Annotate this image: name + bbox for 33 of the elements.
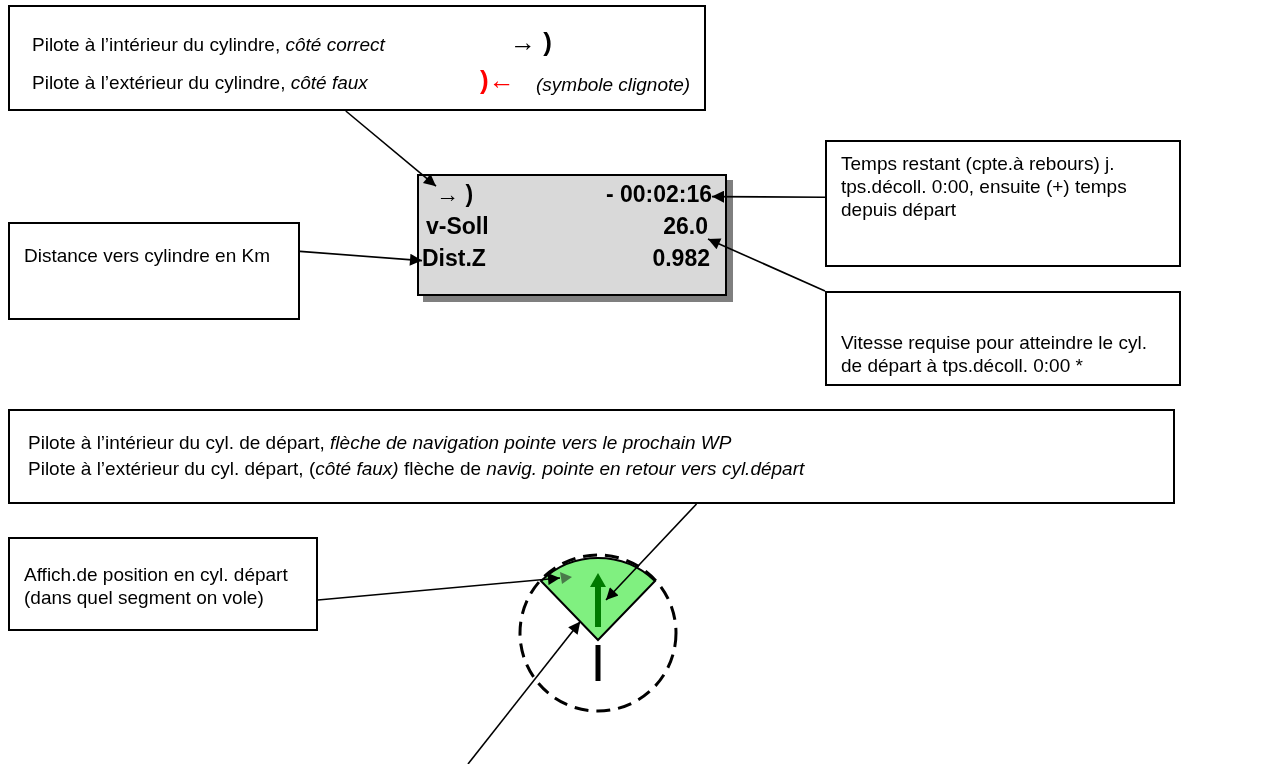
status-symbol: )← (480, 65, 515, 95)
callout-box (8, 537, 318, 631)
callout-text: Pilote à l’extérieur du cyl. départ, (côté faux) flèche de navig. pointe en retour vers cyl.départ (28, 457, 805, 480)
display-label: v-Soll (426, 213, 489, 239)
leader-arrow (317, 573, 561, 601)
display-value: 0.982 (652, 245, 710, 271)
dashed-circle-drawing (518, 553, 678, 713)
callout-box (825, 140, 1181, 267)
leader-arrow (707, 238, 826, 292)
callout-box (8, 409, 1175, 504)
callout-text: Affich.de position en cyl. départ (dans quel segment on vole) (24, 563, 289, 609)
position-marker-icon (560, 572, 572, 584)
callout-text: Distance vers cylindre en Km (24, 244, 272, 267)
callout-box (8, 222, 300, 320)
callout-text: (symbole clignote) (536, 73, 691, 96)
leader-arrow (467, 620, 582, 764)
leader-arrow (605, 503, 698, 601)
navigation-arrow-icon (590, 573, 606, 627)
callout-text: Pilote à l’extérieur du cylindre, côté faux (32, 71, 368, 94)
callout-text: Vitesse requise pour atteindre le cyl. de départ à tps.décoll. 0:00 * (841, 331, 1148, 377)
status-symbol: → ) (510, 27, 552, 57)
display-symbol: → ) (436, 181, 474, 207)
callout-box (825, 291, 1181, 386)
leader-arrow (711, 190, 826, 203)
leader-arrow (299, 250, 423, 266)
leader-arrow (345, 110, 437, 187)
callout-box (8, 5, 706, 111)
display-value: - 00:02:16 (605, 181, 712, 207)
display-label: Dist.Z (422, 245, 486, 271)
callout-text: Temps restant (cpte.à rebours) j. tps.décoll. 0:00, ensuite (+) temps depuis départ (841, 152, 1128, 221)
callout-text: Pilote à l’intérieur du cyl. de départ, flèche de navigation pointe vers le prochain WP (28, 431, 732, 454)
display-value: 26.0 (663, 213, 708, 239)
callout-text: Pilote à l’intérieur du cylindre, côté correct (32, 33, 385, 56)
